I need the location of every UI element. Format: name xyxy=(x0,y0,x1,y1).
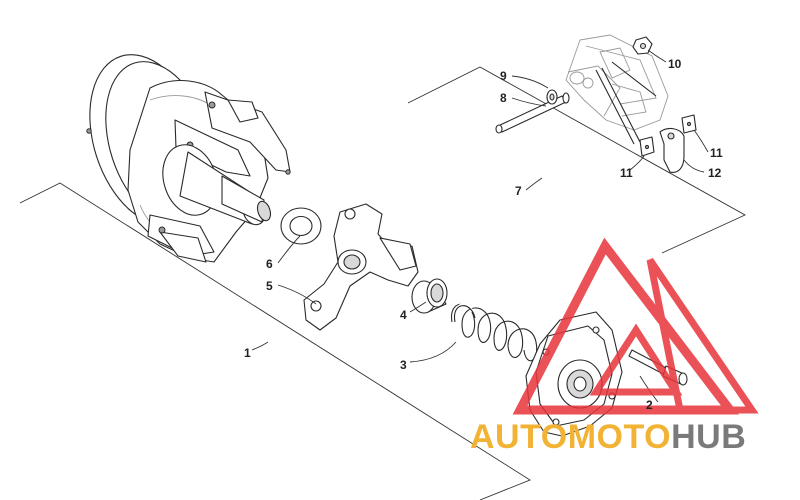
callout-7: 7 xyxy=(515,184,522,198)
assembly-frame-7 xyxy=(407,66,746,254)
clip-part-11-a xyxy=(639,136,655,157)
callout-11-right: 11 xyxy=(710,146,723,160)
watermark-part-hub: HUB xyxy=(671,418,746,456)
drive-clutch-assembly xyxy=(86,54,291,263)
callout-1: 1 xyxy=(244,346,251,360)
arm-part-12 xyxy=(659,127,685,173)
callout-10: 10 xyxy=(668,57,682,71)
callout-4: 4 xyxy=(400,308,407,322)
watermark-text: AUTOMOTOHUB xyxy=(470,418,746,456)
pin-part-8 xyxy=(495,92,570,134)
watermark-logo xyxy=(512,237,759,415)
callout-12: 12 xyxy=(708,166,722,180)
logo-triangle-outer xyxy=(512,237,740,415)
callout-9: 9 xyxy=(500,69,507,83)
watermark-part-auto: AUTO xyxy=(470,418,568,456)
spring-part-3 xyxy=(451,302,538,362)
assembly-frame-1 xyxy=(19,182,531,500)
callout-8: 8 xyxy=(500,91,507,105)
callout-2: 2 xyxy=(646,398,653,412)
spider-bracket-part-5 xyxy=(303,203,419,331)
callout-5: 5 xyxy=(266,279,273,293)
washer-part-9 xyxy=(546,89,558,105)
washer-part-6 xyxy=(280,207,322,245)
logo-triangle-inner xyxy=(646,258,759,414)
callout-6: 6 xyxy=(266,257,273,271)
pivot-assembly-part-7 xyxy=(565,34,669,145)
logo-triangle-small xyxy=(589,323,683,396)
callout-3: 3 xyxy=(400,358,407,372)
clip-part-11-b xyxy=(681,114,697,134)
callout-11-left: 11 xyxy=(620,166,633,180)
nut-part-10 xyxy=(632,36,653,55)
watermark-part-moto: MOTO xyxy=(568,418,671,456)
